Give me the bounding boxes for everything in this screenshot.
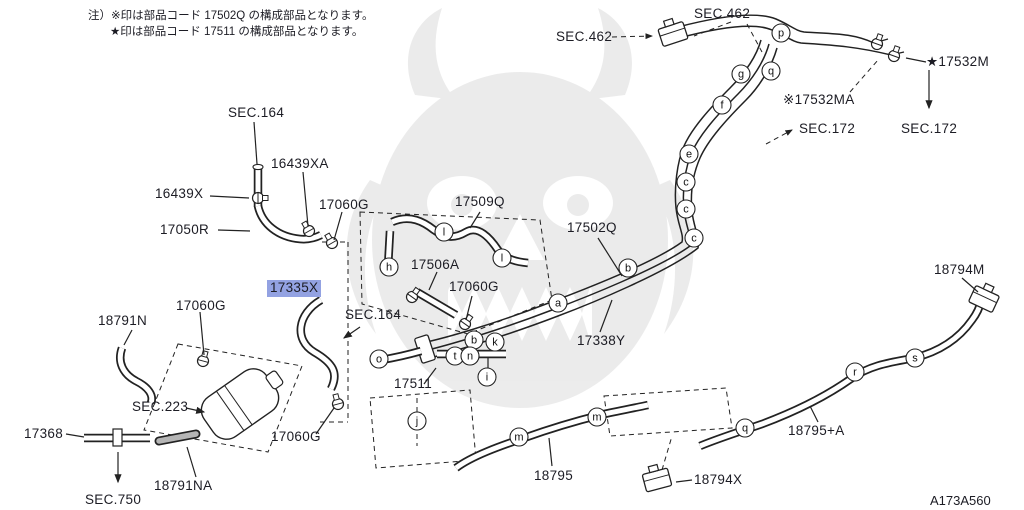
svg-text:q: q — [742, 423, 748, 435]
clamp-icon-17060g-bottom — [329, 392, 346, 412]
note-line-2: ★印は部品コード 17511 の構成部品となります。 — [110, 26, 364, 38]
label-sec164-top[interactable]: SEC.164 — [228, 105, 285, 120]
svg-text:b: b — [625, 263, 631, 275]
svg-text:c: c — [683, 177, 689, 189]
svg-text:g: g — [738, 69, 744, 81]
svg-text:n: n — [467, 351, 473, 363]
svg-text:j: j — [415, 416, 418, 428]
connector-icon-18794x — [639, 461, 673, 493]
label-17060g-bottom[interactable]: 17060G — [271, 429, 321, 444]
label-18794m[interactable]: 18794M — [934, 262, 985, 277]
label-17506a[interactable]: 17506A — [411, 257, 460, 272]
label-17060g-right[interactable]: 17060G — [449, 279, 499, 294]
callout-r: r — [845, 362, 865, 382]
svg-text:i: i — [486, 372, 488, 384]
label-17060g-left[interactable]: 17060G — [176, 298, 226, 313]
callout-k: k — [485, 332, 505, 352]
callout-s: s — [905, 348, 925, 368]
svg-text:m: m — [514, 432, 523, 444]
callout-p: p — [771, 23, 791, 43]
svg-text:e: e — [686, 149, 692, 161]
svg-text:t: t — [453, 351, 456, 363]
callout-l1: l — [434, 222, 454, 242]
label-18791na[interactable]: 18791NA — [154, 478, 213, 493]
main-fuel-pipe-bundle — [414, 14, 905, 364]
callout-g: g — [731, 64, 751, 84]
svg-text:r: r — [853, 367, 857, 379]
canister-graphic — [200, 368, 284, 440]
note-line-1: 注）※印は部品コード 17502Q の構成部品となります。 — [88, 10, 374, 22]
svg-text:c: c — [691, 233, 697, 245]
label-sec462-left[interactable]: SEC.462 — [556, 29, 613, 44]
callout-a: a — [548, 293, 568, 313]
callouts-layer: p q g f e c c c b a l l h o b k t n i j … — [369, 23, 925, 447]
connector-icon-sec462 — [655, 15, 689, 48]
label-17532m[interactable]: ★17532M — [926, 54, 989, 69]
label-17368[interactable]: 17368 — [24, 426, 64, 441]
svg-text:k: k — [492, 337, 498, 349]
callout-m1: m — [509, 427, 529, 447]
callout-t: t — [445, 346, 465, 366]
label-17509q[interactable]: 17509Q — [455, 194, 505, 209]
label-17335x-highlighted[interactable]: 17335X — [267, 280, 322, 297]
svg-text:p: p — [778, 28, 784, 40]
label-18791n[interactable]: 18791N — [98, 313, 148, 328]
label-sec172-right[interactable]: SEC.172 — [901, 121, 958, 136]
callout-l2: l — [492, 248, 512, 268]
callout-c1: c — [676, 172, 696, 192]
label-sec172-left[interactable]: SEC.172 — [799, 121, 856, 136]
label-16439x[interactable]: 16439X — [155, 186, 204, 201]
label-17511[interactable]: 17511 — [394, 376, 433, 391]
callout-i: i — [477, 367, 497, 387]
label-17338y[interactable]: 17338Y — [577, 333, 626, 348]
callout-e: e — [679, 144, 699, 164]
svg-text:h: h — [386, 262, 392, 274]
svg-text:f: f — [720, 100, 724, 112]
svg-text:l: l — [443, 227, 445, 239]
callout-q: q — [761, 61, 781, 81]
callout-c3: c — [684, 228, 704, 248]
clamp-icon-17532ma-b — [886, 44, 904, 64]
svg-text:m: m — [592, 412, 601, 424]
svg-text:o: o — [376, 354, 382, 366]
label-17050r[interactable]: 17050R — [160, 222, 210, 237]
callout-m2: m — [587, 407, 607, 427]
callout-f: f — [712, 95, 732, 115]
callout-c2: c — [676, 199, 696, 219]
clamp-icon-17060g-top — [321, 230, 341, 252]
label-18795a[interactable]: 18795+A — [788, 423, 845, 438]
label-sec223[interactable]: SEC.223 — [132, 399, 189, 414]
callout-h: h — [379, 257, 399, 277]
callout-q2: q — [735, 418, 755, 438]
callout-b1: b — [618, 258, 638, 278]
label-sec462-top[interactable]: SEC.462 — [694, 6, 751, 21]
svg-text:b: b — [471, 335, 477, 347]
svg-text:a: a — [555, 298, 562, 310]
leader-lines — [65, 57, 979, 484]
callout-b2: b — [464, 330, 484, 350]
svg-text:c: c — [683, 204, 689, 216]
watermark-oni-mask — [346, 8, 694, 408]
svg-text:q: q — [768, 66, 774, 78]
diagram-code: A173A560 — [930, 493, 991, 508]
label-sec750[interactable]: SEC.750 — [85, 492, 142, 507]
label-18794x[interactable]: 18794X — [694, 472, 743, 487]
label-18795[interactable]: 18795 — [534, 468, 574, 483]
label-17060g-top[interactable]: 17060G — [319, 197, 369, 212]
clamp-icon-16439x — [251, 191, 269, 205]
connector-icon-18794m — [967, 279, 1003, 314]
callout-o: o — [369, 349, 389, 369]
callout-j: j — [407, 411, 427, 431]
clamp-icon-17532ma-a — [869, 32, 887, 52]
callout-n: n — [460, 346, 480, 366]
svg-text:l: l — [501, 253, 503, 265]
label-17502q[interactable]: 17502Q — [567, 220, 617, 235]
svg-text:s: s — [912, 353, 918, 365]
label-16439xa[interactable]: 16439XA — [271, 156, 329, 171]
label-17532ma[interactable]: ※17532MA — [783, 92, 855, 107]
label-sec164-mid[interactable]: SEC.164 — [345, 307, 402, 322]
